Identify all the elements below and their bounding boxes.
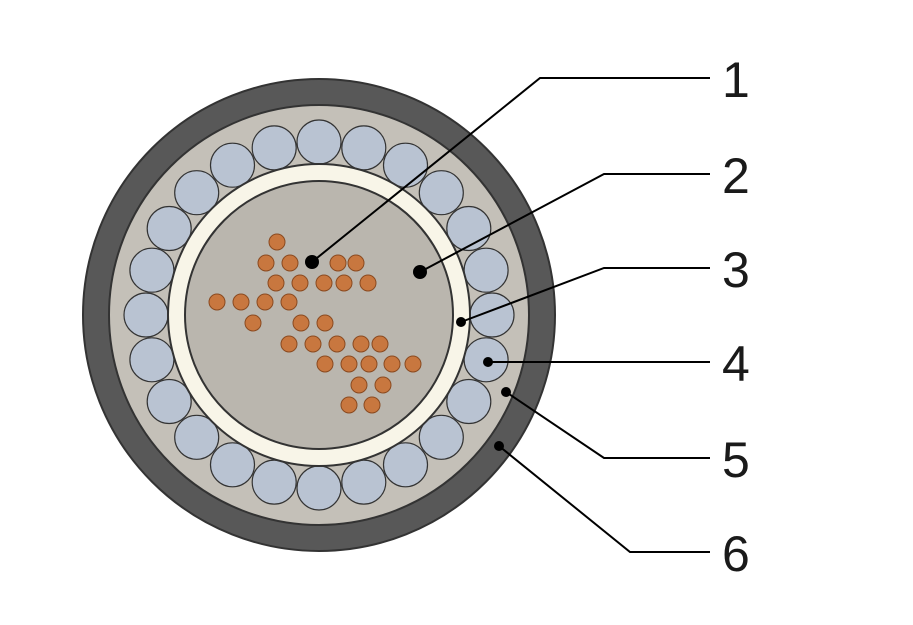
armour-wire — [146, 205, 192, 252]
armour-wire — [469, 292, 515, 338]
armour-wire — [174, 170, 220, 216]
armour-wire — [418, 414, 464, 460]
armour-wire — [446, 205, 492, 252]
copper-strand — [374, 376, 392, 394]
leader-5 — [501, 387, 710, 459]
copper-strand — [292, 314, 310, 332]
copper-strand — [328, 335, 346, 353]
copper-strand — [280, 335, 298, 353]
armour-wire — [146, 378, 192, 425]
armour-wire — [296, 119, 342, 165]
copper-strand — [340, 396, 358, 414]
copper-strand — [335, 274, 353, 292]
armour-wire — [418, 170, 464, 216]
copper-strand — [268, 233, 286, 251]
copper-strand — [244, 314, 262, 332]
copper-strand — [291, 274, 309, 292]
copper-strand — [315, 274, 333, 292]
leader-2-line — [419, 173, 710, 273]
callout-labels: 1 2 3 4 5 6 — [722, 52, 750, 582]
copper-strand — [371, 335, 389, 353]
leader-3-line — [460, 267, 710, 323]
armour-wire — [296, 465, 342, 511]
leader-6 — [494, 441, 710, 553]
copper-strand — [316, 314, 334, 332]
armour-wire — [251, 125, 297, 171]
armour-wire-ring — [123, 119, 515, 511]
copper-strand — [280, 293, 298, 311]
armour-wire — [123, 292, 169, 338]
callout-5: 5 — [722, 432, 750, 488]
copper-strand — [340, 355, 358, 373]
armour-wire — [251, 459, 297, 505]
copper-strand — [383, 355, 401, 373]
copper-strand — [404, 355, 422, 373]
armour-wire — [341, 125, 387, 171]
copper-strand — [360, 355, 378, 373]
leader-4 — [483, 357, 710, 367]
copper-strand — [257, 254, 275, 272]
copper-strand-group — [208, 233, 422, 414]
armour-wire — [209, 142, 256, 188]
copper-strand — [232, 293, 250, 311]
leader-3 — [456, 267, 710, 327]
copper-strand — [281, 254, 299, 272]
callout-4: 4 — [722, 336, 750, 392]
leader-6-line — [498, 445, 710, 553]
armour-wire — [382, 442, 429, 488]
armour-wire — [129, 337, 175, 383]
callout-2: 2 — [722, 148, 750, 204]
leader-lines — [305, 77, 710, 553]
armour-wire — [341, 459, 387, 505]
armour-wire — [174, 414, 220, 460]
copper-strand — [329, 254, 347, 272]
leader-2 — [413, 173, 710, 279]
copper-strand — [347, 254, 365, 272]
conductor-core — [184, 180, 454, 450]
copper-strand — [208, 293, 226, 311]
armour-wire — [382, 142, 429, 188]
cable-cross-section — [82, 78, 556, 552]
leader-1-line — [311, 77, 710, 263]
callout-6: 6 — [722, 526, 750, 582]
leader-1 — [305, 77, 710, 269]
callout-1: 1 — [722, 52, 750, 108]
copper-strand — [352, 335, 370, 353]
callout-3: 3 — [722, 242, 750, 298]
copper-strand — [316, 355, 334, 373]
copper-strand — [256, 293, 274, 311]
armour-wire — [129, 247, 175, 293]
armour-wire — [463, 247, 509, 293]
copper-strand — [363, 396, 381, 414]
leader-5-line — [505, 391, 710, 459]
copper-strand — [267, 274, 285, 292]
copper-strand — [350, 376, 368, 394]
copper-strand — [359, 274, 377, 292]
armour-wire — [209, 442, 256, 488]
armour-wire — [446, 378, 492, 425]
copper-strand — [304, 335, 322, 353]
